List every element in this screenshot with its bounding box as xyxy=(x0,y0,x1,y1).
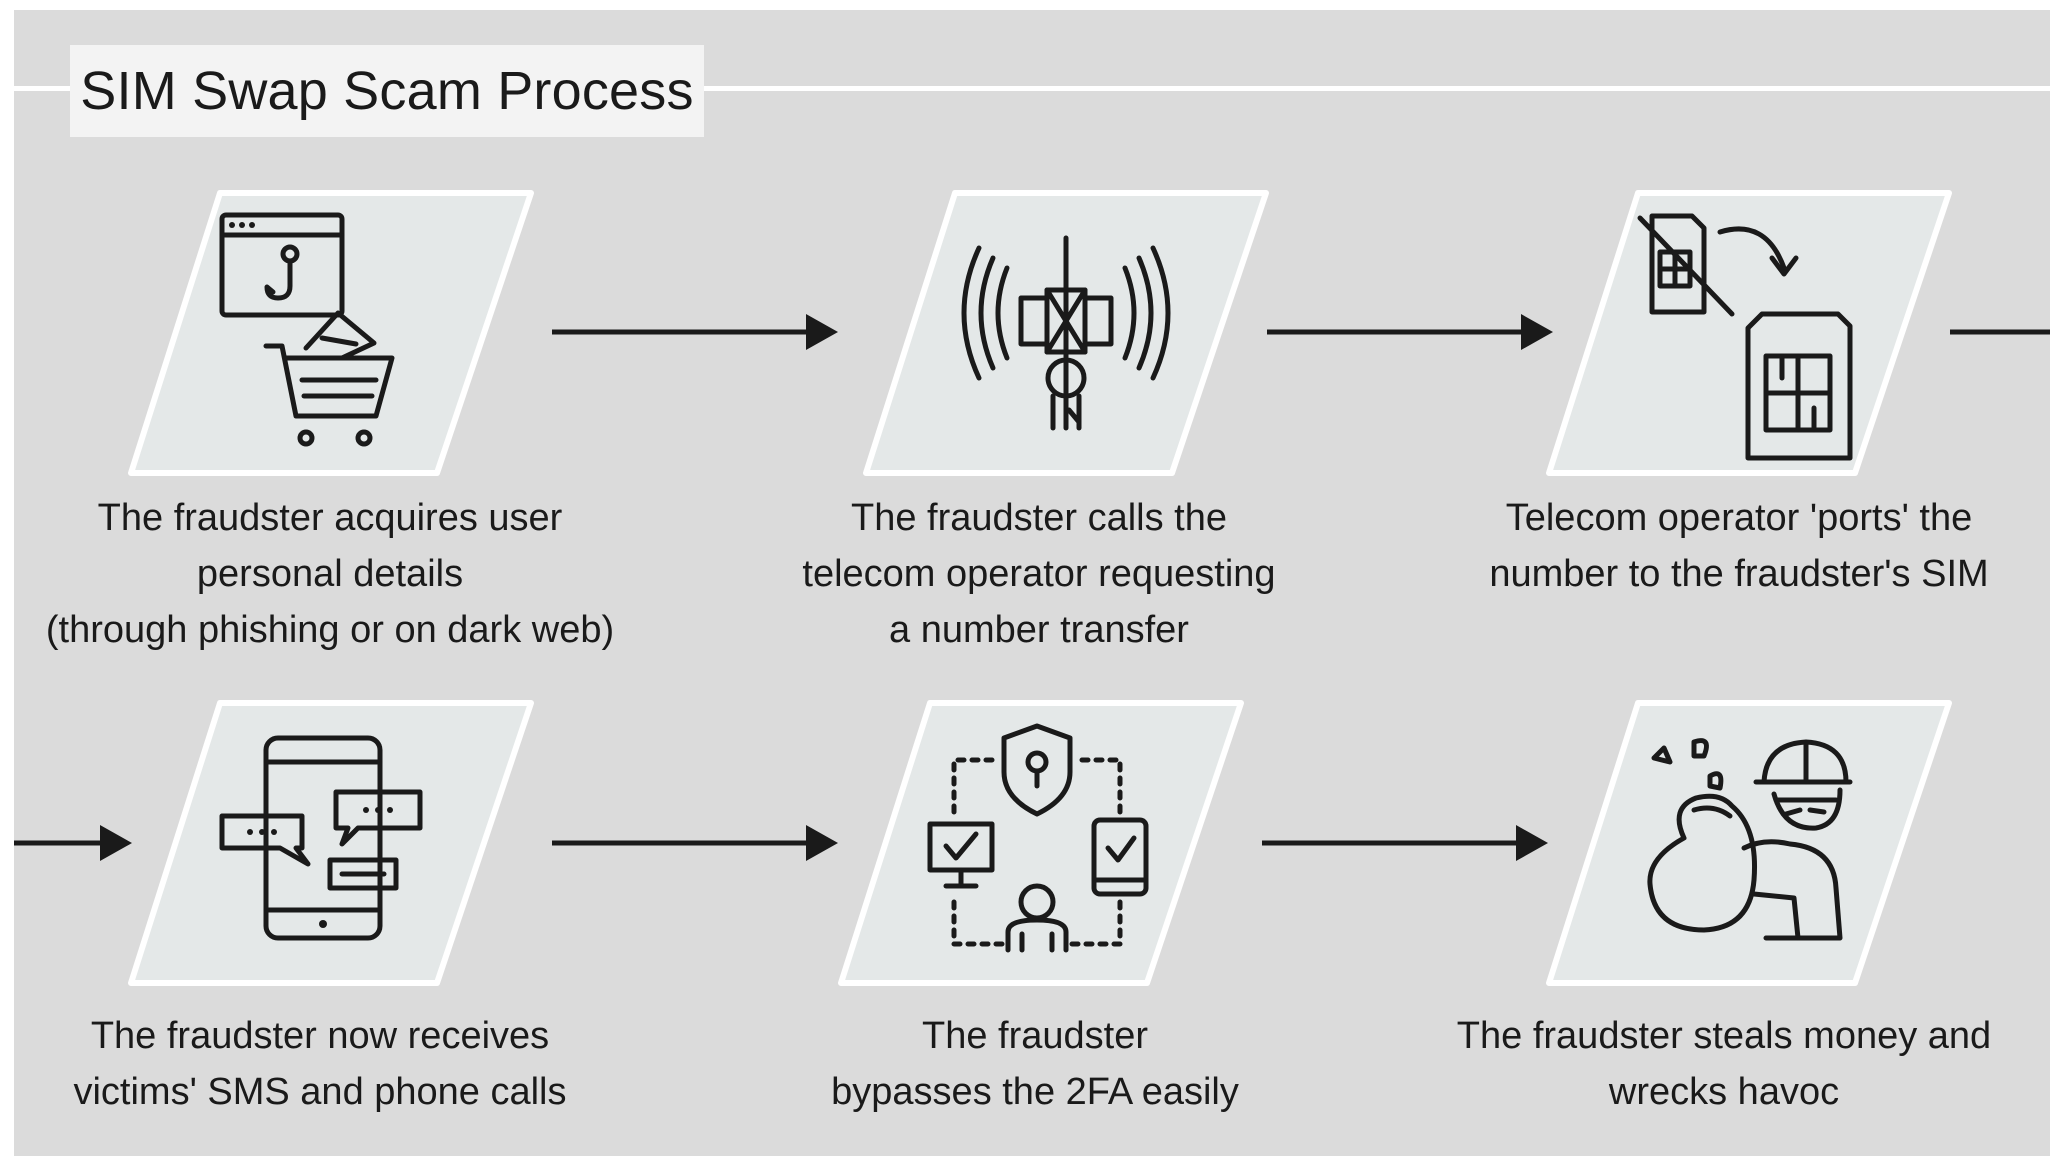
page-title: SIM Swap Scam Process xyxy=(80,61,694,121)
step-2-caption: The fraudster calls the telecom operator… xyxy=(802,497,1276,651)
arrow-step5-to-step6 xyxy=(1260,821,1550,865)
arrow-step1-to-step2 xyxy=(550,310,840,354)
step-3-caption: Telecom operator 'ports' the number to t… xyxy=(1489,497,1989,595)
step-6-caption: The fraudster steals money and wrecks ha… xyxy=(1456,1015,1992,1113)
title-rule xyxy=(14,86,2050,91)
step-4-caption: The fraudster now receives victims' SMS … xyxy=(73,1015,567,1113)
arrow-step4-to-step5 xyxy=(550,821,840,865)
step-5-caption: The fraudster bypasses the 2FA easily xyxy=(831,1015,1239,1113)
arrow-step2-to-step3 xyxy=(1265,310,1555,354)
cell-tower-icon xyxy=(961,235,1171,431)
sim-port-icon xyxy=(1637,213,1853,461)
phone-messages-icon xyxy=(219,735,423,941)
step-4-tile xyxy=(126,698,536,988)
thief-money-bag-icon xyxy=(1647,738,1853,941)
step-1-tile xyxy=(126,188,536,478)
arrow-into-step4 xyxy=(14,821,132,865)
phishing-shopping-icon xyxy=(219,212,395,447)
arrow-step3-continues xyxy=(1950,310,2050,354)
two-factor-bypass-icon xyxy=(927,723,1149,953)
step-3-tile xyxy=(1544,188,1954,478)
title-box: SIM Swap Scam Process xyxy=(70,45,704,137)
step-2-tile xyxy=(861,188,1271,478)
step-5-tile xyxy=(836,698,1246,988)
step-6-tile xyxy=(1544,698,1954,988)
step-1-caption: The fraudster acquires user personal det… xyxy=(45,497,615,651)
